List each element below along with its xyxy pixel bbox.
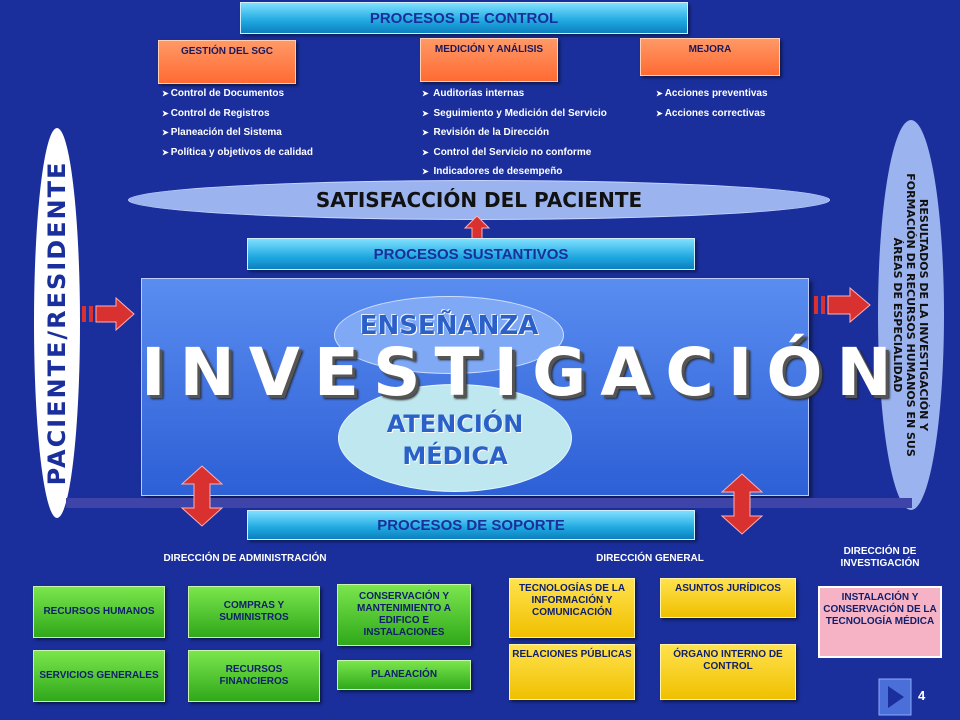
right-updown-arrow-icon [720,473,764,535]
list-item: Indicadores de desempeño [422,162,642,182]
list-item: Seguimiento y Medición del Servicio [422,104,642,124]
dept-legal: ASUNTOS JURÍDICOS [660,578,796,618]
left-patient-label: PACIENTE/RESIDENTE [34,128,80,518]
teaching-ellipse [334,296,564,374]
control-col-sgc: GESTIÓN DEL SGC [158,40,296,84]
dept-planning: PLANEACIÓN [337,660,471,690]
horizontal-divider [66,498,912,508]
list-item: Acciones preventivas [656,84,796,104]
left-input-arrow-icon [82,296,135,332]
dept-internal-control: ÓRGANO INTERNO DE CONTROL [660,644,796,700]
list-item: Control de Documentos [162,84,362,104]
dept-medical-technology: INSTALACIÓN Y CONSERVACIÓN DE LA TECNOLO… [818,586,942,658]
control-list-mejora: Acciones preventivas Acciones correctiva… [656,84,796,123]
left-patient-ellipse [34,128,80,518]
sustantivos-bar: PROCESOS SUSTANTIVOS [247,238,695,270]
list-item: Control del Servicio no conforme [422,143,642,163]
satisfaction-ellipse [128,180,830,220]
list-item: Acciones correctivas [656,104,796,124]
dept-financial: RECURSOS FINANCIEROS [188,650,320,702]
patient-resident-text: PACIENTE/RESIDENTE [43,160,71,486]
results-text: RESULTADOS DE LA INVESTIGACIÓN Y FORMACI… [891,173,931,457]
list-item: Planeación del Sistema [162,123,362,143]
research-direction-label: DIRECCIÓN DE INVESTIGACIÓN [840,546,920,569]
dept-public-relations: RELACIONES PÚBLICAS [509,644,635,700]
control-col-medicion: MEDICIÓN Y ANÁLISIS [420,38,558,82]
medical-care-label-2: MÉDICA [402,442,508,470]
dept-general-services: SERVICIOS GENERALES [33,650,165,702]
control-list-medicion: Auditorías internas Seguimiento y Medici… [422,84,642,182]
right-output-arrow-icon [814,286,871,324]
control-list-sgc: Control de Documentos Control de Registr… [162,84,362,162]
teaching-label: ENSEÑANZA [359,311,539,341]
list-item: Política y objetivos de calidad [162,143,362,163]
control-col-mejora: MEJORA [640,38,780,76]
list-item: Auditorías internas [422,84,642,104]
satisfaction-label: SATISFACCIÓN DEL PACIENTE [315,188,643,212]
support-bar: PROCESOS DE SOPORTE [247,510,695,540]
right-results-ellipse [878,120,944,510]
dept-ict: TECNOLOGÍAS DE LA INFORMACIÓN Y COMUNICA… [509,578,635,638]
medical-care-label-1: ATENCIÓN [386,410,524,438]
left-updown-arrow-icon [180,465,224,527]
dept-human-resources: RECURSOS HUMANOS [33,586,165,638]
admin-direction-label: DIRECCIÓN DE ADMINISTRACIÓN [163,553,327,564]
list-item: Control de Registros [162,104,362,124]
dept-purchasing: COMPRAS Y SUMINISTROS [188,586,320,638]
general-direction-label: DIRECCIÓN GENERAL [596,553,704,564]
medical-care-ellipse [338,384,572,492]
header-control-processes: PROCESOS DE CONTROL [240,2,688,34]
dept-maintenance: CONSERVACIÓN Y MANTENIMIENTO A EDIFICO E… [337,584,471,646]
research-main-title: INVESTIGACIÓN [141,334,906,411]
next-slide-icon[interactable] [878,678,912,716]
list-item: Revisión de la Dirección [422,123,642,143]
page-number: 4 [918,688,926,703]
right-results-label: RESULTADOS DE LA INVESTIGACIÓN Y FORMACI… [878,120,944,510]
